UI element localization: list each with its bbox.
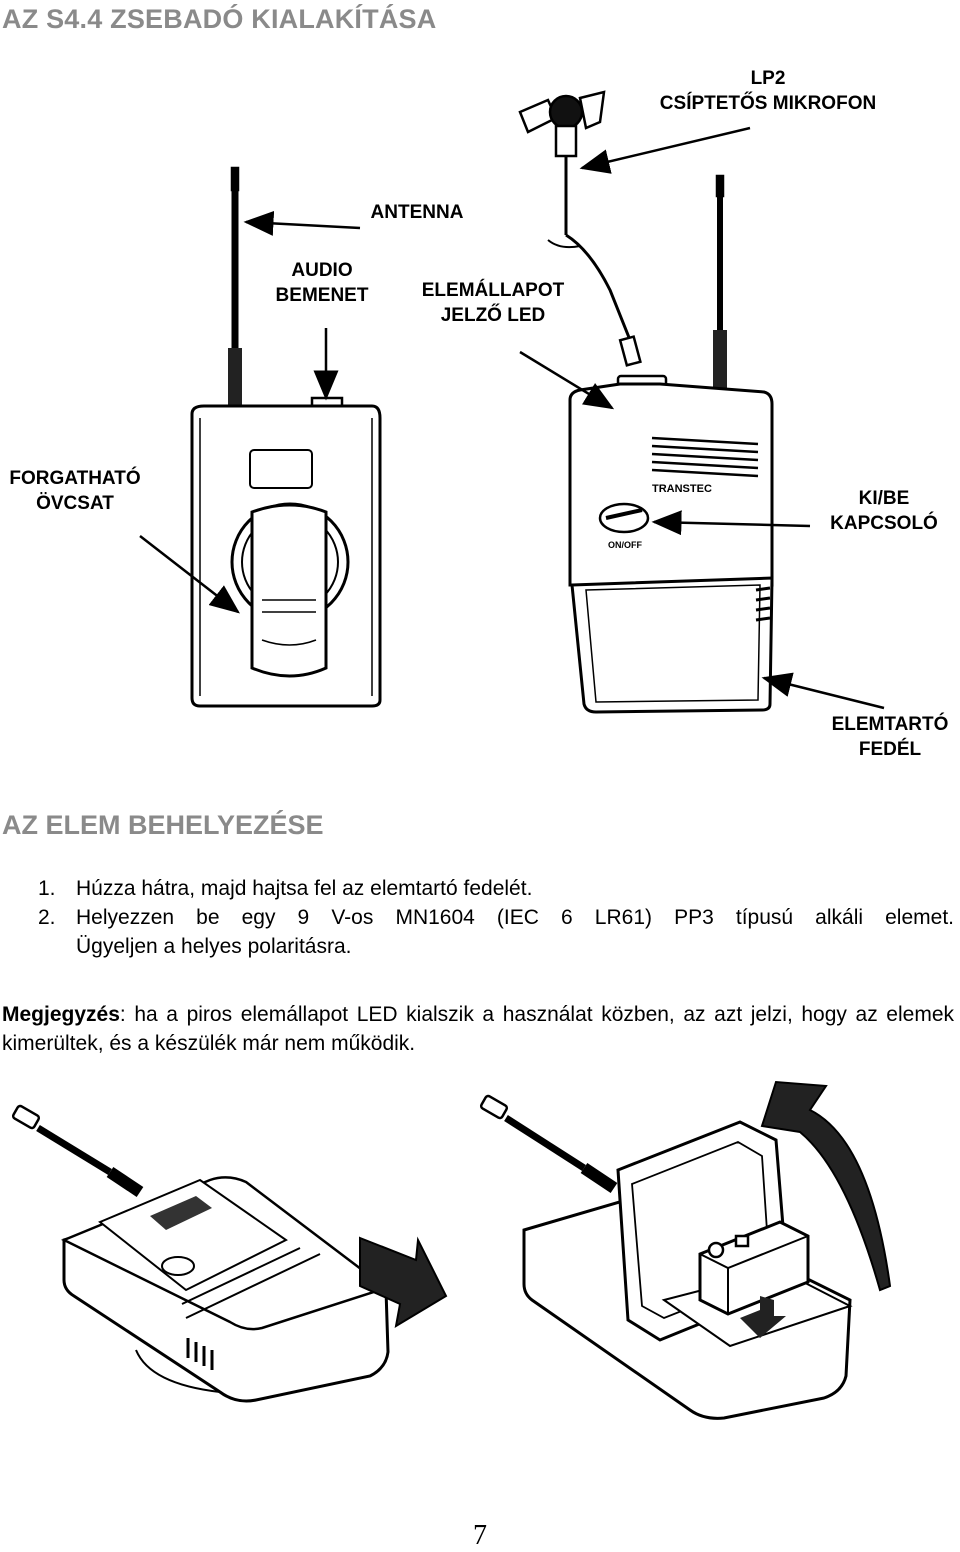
brand-text: TRANSTEC xyxy=(652,483,712,495)
label-antenna: ANTENNA xyxy=(370,202,464,223)
slide-arrow-icon xyxy=(359,1236,448,1328)
page-title: AZ S4.4 ZSEBADÓ KIALAKÍTÁSA xyxy=(2,4,437,34)
device-open-illustration xyxy=(479,1094,853,1420)
step-2-text-continued: Ügyeljen a helyes polaritásra. xyxy=(76,935,352,958)
step-1: 1. Húzza hátra, majd hajtsa fel az elemt… xyxy=(38,874,532,903)
device-closed-illustration xyxy=(11,1104,390,1403)
antenna-left xyxy=(228,166,242,412)
step-2-number: 2. xyxy=(38,906,56,929)
antenna-bottom-right xyxy=(479,1094,618,1193)
step-2: 2. Helyezzen be egy 9 V-os MN1604 (IEC 6… xyxy=(38,903,954,932)
arrow-antenna xyxy=(243,210,361,236)
step-2-text: Helyezzen be egy 9 V-os MN1604 (IEC 6 LR… xyxy=(76,906,954,929)
step-1-text: Húzza hátra, majd hajtsa fel az elemtart… xyxy=(76,877,533,900)
note-text: : ha a piros elemállapot LED kialszik a … xyxy=(2,1003,954,1055)
battery-9v-icon xyxy=(698,1220,810,1316)
open-arrow-icon xyxy=(760,1080,892,1292)
lavalier-microphone xyxy=(518,90,642,367)
arrow-battery-led xyxy=(519,350,615,410)
device-front-view: TRANSTEC ON/OFF xyxy=(568,174,774,714)
insert-arrow-icon xyxy=(740,1296,786,1338)
step-1-number: 1. xyxy=(38,877,56,900)
note-label: Megjegyzés xyxy=(2,1003,120,1026)
note-paragraph: Megjegyzés: ha a piros elemállapot LED k… xyxy=(2,1000,954,1058)
power-switch xyxy=(598,502,650,534)
device-back-view xyxy=(190,166,382,708)
antenna-right xyxy=(713,174,727,392)
arrow-battery-cover xyxy=(761,672,885,710)
arrow-belt-clip xyxy=(139,535,240,614)
arrow-power-switch xyxy=(651,510,811,536)
battery-section-heading: AZ ELEM BEHELYEZÉSE xyxy=(2,810,324,840)
antenna-bottom-left xyxy=(11,1104,144,1197)
transmitter-diagram: TRANSTEC ON/OFF xyxy=(139,90,885,714)
switch-text: ON/OFF xyxy=(608,540,642,550)
belt-clip xyxy=(230,502,350,678)
page-number: 7 xyxy=(473,1520,487,1551)
arrow-microphone xyxy=(579,126,751,174)
